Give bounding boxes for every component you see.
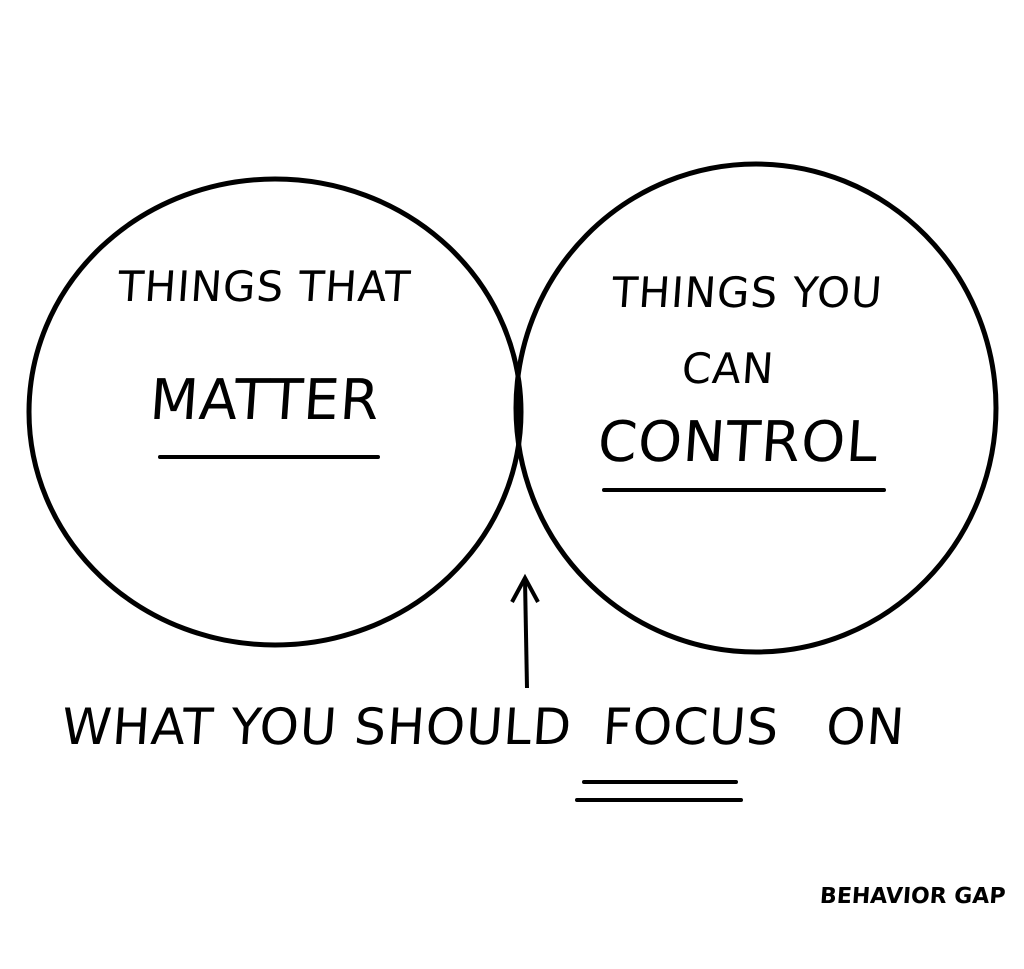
control-underline [602, 488, 886, 492]
caption-after: ON [824, 698, 908, 756]
right-label-line2: CAN [680, 344, 777, 393]
right-label-line1: THINGS YOU [610, 268, 885, 317]
arrow-head [510, 573, 540, 603]
caption-focus: FOCUS [600, 698, 782, 756]
signature-logo: BEHAVIOR GAP [819, 884, 1007, 909]
left-label-line1: THINGS THAT [116, 262, 413, 311]
caption-before: WHAT YOU SHOULD [59, 698, 575, 756]
matter-underline [158, 455, 380, 459]
focus-underline-2 [575, 798, 743, 802]
caption: WHAT YOU SHOULD FOCUS ON [60, 698, 907, 756]
left-label-line2: MATTER [147, 368, 383, 433]
right-circle [513, 161, 999, 655]
right-label-line3: CONTROL [595, 410, 881, 475]
focus-underline-1 [582, 780, 738, 784]
arrow-shaft [523, 579, 529, 689]
